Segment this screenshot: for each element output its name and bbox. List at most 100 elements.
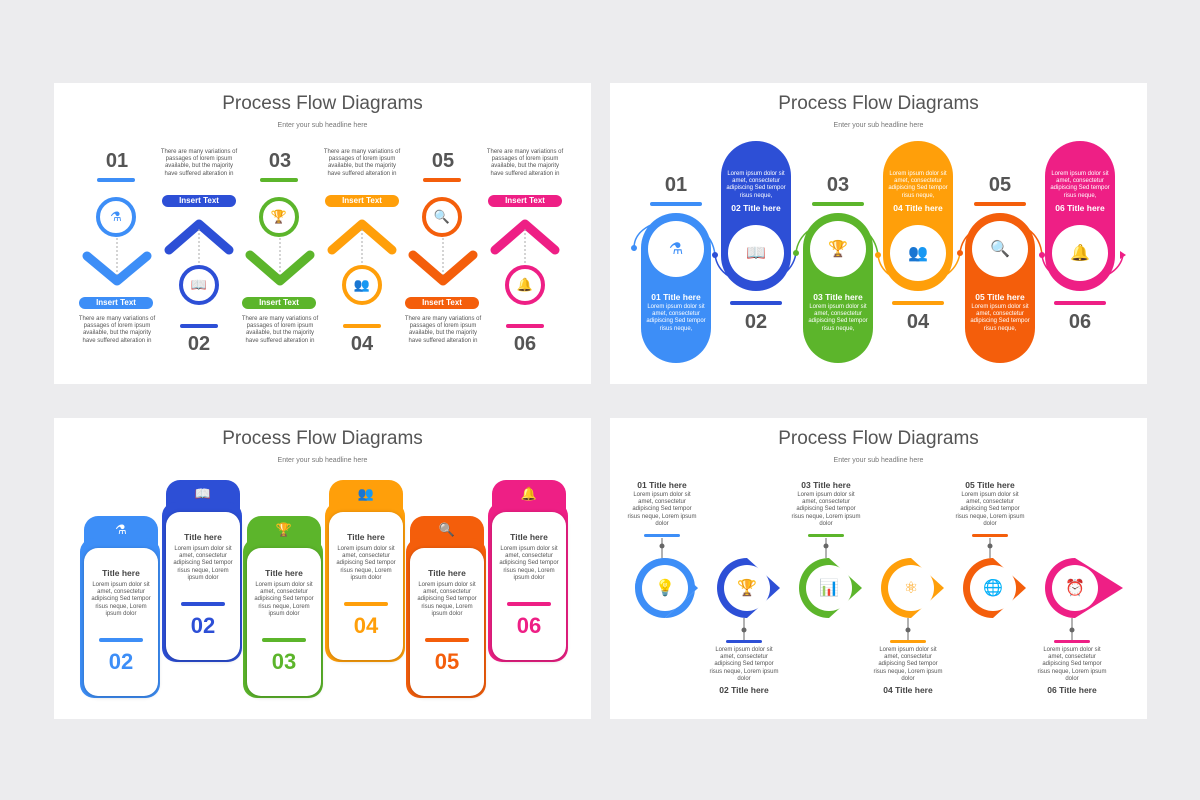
step-description: Lorem ipsum dolor sit amet, consectetur … bbox=[417, 582, 477, 617]
step-description: Lorem ipsum dolor sit amet, consectetur … bbox=[955, 492, 1025, 527]
step-number: 02 bbox=[108, 649, 134, 674]
step-description: Lorem ipsum dolor sit amet, consectetur … bbox=[808, 304, 868, 332]
chevron-arrows bbox=[82, 178, 560, 328]
card-divider bbox=[507, 602, 551, 606]
step-number: 04 bbox=[350, 333, 374, 355]
step-circle: 🔔 bbox=[505, 265, 545, 305]
slide-subtitle: Enter your sub headline here bbox=[277, 122, 368, 129]
step-description: Lorem ipsum dolor sit amet, consectetur … bbox=[709, 647, 779, 682]
step-circle: 🔍 bbox=[422, 197, 462, 237]
insert-text-label: Insert Text bbox=[242, 297, 316, 309]
bell-icon: 🔔 bbox=[520, 486, 538, 501]
slide-subtitle: Enter your sub headline here bbox=[277, 457, 368, 464]
step-circle: 👥 bbox=[890, 225, 946, 281]
step-title: Title here bbox=[347, 532, 385, 542]
step-circle: 📖 bbox=[179, 265, 219, 305]
step-number: 01 bbox=[664, 174, 688, 196]
step-title: 05 Title here bbox=[975, 292, 1025, 302]
step-card bbox=[410, 548, 484, 696]
step-number: 02 bbox=[187, 333, 211, 355]
step-title: 04 Title here bbox=[883, 685, 933, 695]
card-divider bbox=[425, 638, 469, 642]
step-description: Lorem ipsum dolor sit amet, consectetur … bbox=[888, 171, 948, 199]
slide-subtitle: Enter your sub headline here bbox=[833, 457, 924, 464]
step-title: 02 Title here bbox=[731, 203, 781, 213]
alarm-clock-icon: ⏰ bbox=[1065, 580, 1085, 597]
slide-title: Process Flow Diagrams bbox=[222, 428, 423, 449]
book-icon: 📖 bbox=[190, 277, 208, 292]
step-number: 01 bbox=[105, 150, 129, 172]
slide-2: Process Flow Diagrams Enter your sub hea… bbox=[610, 83, 1147, 384]
step-description: Lorem ipsum dolor sit amet, consectetur … bbox=[499, 546, 559, 581]
insert-text-label: Insert Text bbox=[325, 195, 399, 207]
step-number: 04 bbox=[353, 613, 379, 638]
insert-text-label: Insert Text bbox=[488, 195, 562, 207]
team-icon: 👥 bbox=[353, 277, 371, 292]
step-number: 05 bbox=[431, 150, 455, 172]
step-card bbox=[329, 512, 403, 660]
step-number: 05 bbox=[988, 174, 1012, 196]
step-description: Lorem ipsum dolor sit amet, consectetur … bbox=[726, 171, 786, 199]
step-description: There are many variations of passages of… bbox=[241, 316, 319, 344]
step-circle: ⚗ bbox=[96, 197, 136, 237]
step-card bbox=[492, 512, 566, 660]
step-circle: 🏆 bbox=[810, 221, 866, 277]
card-divider bbox=[344, 602, 388, 606]
step-title: 01 Title here bbox=[651, 292, 701, 302]
step-title: Title here bbox=[265, 568, 303, 578]
step-title: 06 Title here bbox=[1055, 203, 1105, 213]
step-description: Lorem ipsum dolor sit amet, consectetur … bbox=[873, 647, 943, 682]
step-circle: ⚗ bbox=[648, 221, 704, 277]
step-description: There are many variations of passages of… bbox=[404, 316, 482, 344]
step-title: Title here bbox=[428, 568, 466, 578]
step-number: 04 bbox=[906, 311, 930, 333]
trophy-icon: 🏆 bbox=[737, 580, 757, 597]
bulb-icon: 💡 bbox=[655, 580, 675, 597]
slide-title: Process Flow Diagrams bbox=[778, 93, 979, 114]
step-circle: ⚛ bbox=[888, 565, 934, 611]
step-number: 02 bbox=[744, 311, 768, 333]
team-icon: 👥 bbox=[908, 245, 928, 262]
step-description: Lorem ipsum dolor sit amet, consectetur … bbox=[91, 582, 151, 617]
search-icon: 🔍 bbox=[433, 209, 451, 224]
step-circle: 📖 bbox=[728, 225, 784, 281]
step-description: Lorem ipsum dolor sit amet, consectetur … bbox=[791, 492, 861, 527]
step-title: Title here bbox=[102, 568, 140, 578]
step-description: There are many variations of passages of… bbox=[78, 316, 156, 344]
step-card bbox=[166, 512, 240, 660]
step-circle: 🌐 bbox=[970, 565, 1016, 611]
insert-text-label: Insert Text bbox=[405, 297, 479, 309]
book-icon: 📖 bbox=[194, 486, 212, 501]
step-circle: 🔍 bbox=[972, 221, 1028, 277]
step-title: 06 Title here bbox=[1047, 685, 1097, 695]
step-circle: 🏆 bbox=[724, 565, 770, 611]
slide-3: Process Flow Diagrams Enter your sub hea… bbox=[54, 418, 591, 719]
atom-icon: ⚛ bbox=[903, 580, 919, 597]
step-number: 06 bbox=[516, 613, 542, 638]
step-title: Title here bbox=[184, 532, 222, 542]
step-circle: 💡 bbox=[642, 565, 688, 611]
step-description: There are many variations of passages of… bbox=[160, 149, 238, 177]
book-icon: 📖 bbox=[746, 245, 766, 262]
slide-4: Process Flow Diagrams Enter your sub hea… bbox=[610, 418, 1147, 719]
bell-icon: 🔔 bbox=[516, 277, 534, 292]
step-description: There are many variations of passages of… bbox=[323, 149, 401, 177]
step-circle: 🔔 bbox=[1052, 225, 1108, 281]
flask-icon: ⚗ bbox=[110, 209, 122, 224]
search-icon: 🔍 bbox=[438, 522, 456, 537]
insert-text-label: Insert Text bbox=[162, 195, 236, 207]
step-number: 03 bbox=[826, 174, 850, 196]
step-title: 04 Title here bbox=[893, 203, 943, 213]
step-number: 03 bbox=[268, 150, 292, 172]
step-description: Lorem ipsum dolor sit amet, consectetur … bbox=[646, 304, 706, 332]
presentation-icon: 📊 bbox=[819, 580, 839, 597]
globe-icon: 🌐 bbox=[983, 580, 1003, 597]
step-description: Lorem ipsum dolor sit amet, consectetur … bbox=[1050, 171, 1110, 199]
flask-icon: ⚗ bbox=[115, 522, 127, 537]
step-circle: ⏰ bbox=[1052, 565, 1098, 611]
step-number: 06 bbox=[1068, 311, 1092, 333]
step-description: Lorem ipsum dolor sit amet, consectetur … bbox=[1037, 647, 1107, 682]
insert-text-label: Insert Text bbox=[79, 297, 153, 309]
step-description: There are many variations of passages of… bbox=[486, 149, 564, 177]
card-divider bbox=[99, 638, 143, 642]
